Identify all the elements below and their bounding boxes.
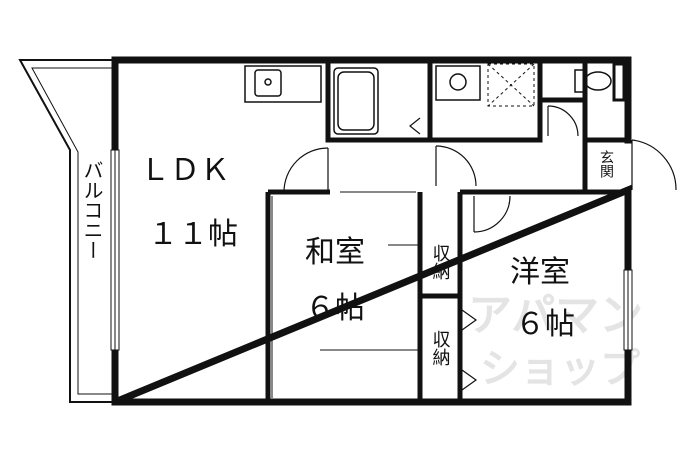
toilet [574,62,626,102]
ldk-size: １１帖 [148,217,238,252]
closet-upper-label: 収納 [430,244,451,280]
balcony-label: バルコニー [80,160,104,260]
ldk-name: ＬＤＫ [140,153,230,188]
youshitsu-size: ６帖 [515,307,575,342]
watermark-line2: ショップ [480,346,640,392]
watermark: アパマン ショップ [468,290,643,392]
washbasin [435,65,481,101]
kitchen-sink [244,65,322,103]
balcony [18,59,115,403]
closet-lower-label: 収納 [430,330,451,366]
youshitsu-window [623,269,633,351]
washitsu-tatami [271,191,420,398]
washitsu-size: ６帖 [305,291,365,326]
washer-space [487,63,535,107]
entrance-label: 玄関 [598,149,614,179]
room-labels: ＬＤＫ １１帖 和室 ６帖 洋室 ６帖 収納 収納 玄関 バルコニー [80,149,614,366]
ldk-window [110,149,120,351]
washitsu-name: 和室 [305,235,365,270]
youshitsu-name: 洋室 [510,255,570,290]
bathtub [333,67,379,135]
watermark-line1: アパマン [468,290,643,341]
doors [283,105,677,391]
